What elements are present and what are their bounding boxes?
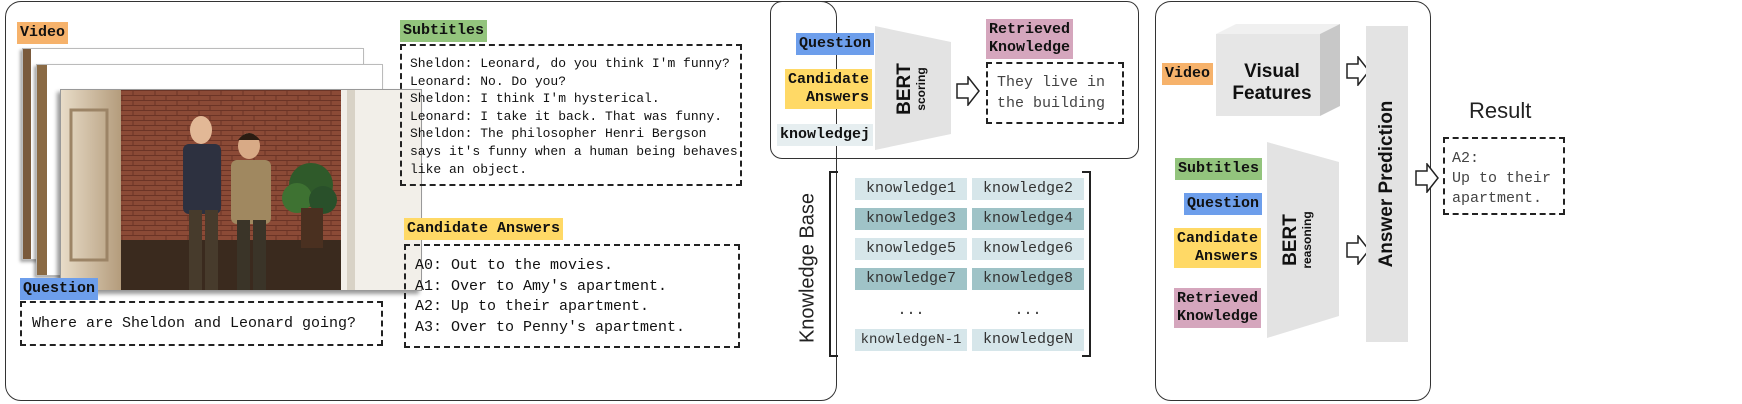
knowledge-base-brackets (829, 171, 1091, 357)
bert-scoring-block (875, 26, 951, 150)
knowledge-item: knowledge2 (972, 178, 1084, 200)
reasoning-candidate-line1: Candidate (1177, 230, 1259, 247)
arrow-right-icon (1346, 235, 1370, 265)
result-line3: apartment. (1452, 190, 1543, 207)
video-frame-front (60, 89, 422, 291)
knowledge-ellipsis: ... (897, 302, 925, 319)
answer-prediction-label: Answer Prediction (1376, 100, 1397, 268)
retrieval-panel (770, 1, 1139, 159)
answer-item: A3: Over to Penny's apartment. (415, 319, 686, 337)
knowledge-item: knowledgeN (972, 329, 1084, 351)
answers-list: A0: Out to the movies. A1: Over to Amy's… (415, 256, 685, 339)
retrieval-candidate-tag: Candidate Answers (785, 69, 873, 109)
answer-item: A0: Out to the movies. (415, 257, 614, 274)
question-text: Where are Sheldon and Leonard going? (32, 315, 357, 332)
result-line1: A2: (1452, 150, 1480, 167)
knowledge-ellipsis: ... (1014, 302, 1042, 319)
knowledge-item: knowledge3 (855, 208, 967, 230)
knowledge-item: knowledge5 (855, 238, 967, 260)
bert-reasoning-title: BERT (1280, 214, 1301, 266)
reasoning-retrieved-line1: Retrieved (1177, 290, 1259, 307)
reasoning-panel (1155, 1, 1431, 401)
subtitle-line: says it's funny when a human being behav… (410, 143, 738, 159)
bert-scoring-subtitle: scoring (914, 67, 928, 111)
reasoning-subtitles-tag: Subtitles (1175, 158, 1263, 180)
reasoning-video-tag: Video (1162, 63, 1214, 85)
subtitle-line: Sheldon: The philosopher Henri Bergson (410, 126, 707, 142)
retrieved-tag-line1: Retrieved (989, 21, 1071, 38)
reasoning-retrieved-tag: Retrieved Knowledge (1174, 288, 1262, 328)
retrieved-tag-line2: Knowledge (989, 39, 1071, 56)
arrow-right-icon (956, 76, 980, 106)
knowledge-j-tag: knowledgej (777, 124, 874, 146)
knowledge-item: knowledgeN-1 (855, 329, 967, 351)
subtitles-text: Sheldon: Leonard, do you think I'm funny… (410, 55, 738, 178)
retrieved-text-line2: the building (997, 95, 1106, 112)
bert-reasoning-block (1267, 142, 1339, 338)
retrieval-question-tag: Question (796, 33, 875, 55)
knowledge-item: knowledge7 (855, 268, 967, 290)
retrieval-candidate-line2: Answers (806, 89, 870, 106)
subtitle-line: Sheldon: Leonard, do you think I'm funny… (410, 56, 730, 71)
retrieved-text-line1: They live in (997, 74, 1106, 91)
subtitle-line: like an object. (410, 161, 528, 177)
reasoning-question-tag: Question (1184, 193, 1263, 215)
bert-reasoning-subtitle: reasoning (1300, 211, 1314, 269)
visual-features-cube (1216, 24, 1340, 116)
subtitles-box: Sheldon: Leonard, do you think I'm funny… (400, 44, 742, 186)
question-tag: Question (20, 278, 99, 300)
knowledge-item: knowledge8 (972, 268, 1084, 290)
reasoning-candidate-line2: Answers (1195, 248, 1259, 265)
knowledge-item: knowledge1 (855, 178, 967, 200)
reasoning-retrieved-line2: Knowledge (1177, 308, 1259, 325)
retrieved-knowledge-tag: Retrieved Knowledge (986, 19, 1074, 59)
bert-scoring-title: BERT (894, 63, 915, 115)
question-box: Where are Sheldon and Leonard going? (20, 301, 383, 346)
answer-prediction-bar (1366, 26, 1408, 342)
result-label: Result (1469, 98, 1532, 123)
visual-features-label: Visual Features (1220, 61, 1324, 105)
retrieved-knowledge-box: They live in the building (986, 62, 1124, 124)
candidate-answers-box: A0: Out to the movies. A1: Over to Amy's… (404, 244, 740, 348)
visual-features-line2: Features (1232, 83, 1312, 104)
subtitle-line: Leonard: I take it back. That was funny. (410, 108, 723, 124)
video-frames (22, 48, 422, 293)
knowledge-base-label: Knowledge Base (796, 192, 819, 344)
answer-item: A1: Over to Amy's apartment. (415, 277, 668, 295)
subtitles-tag: Subtitles (400, 20, 488, 42)
arrow-right-icon (1415, 163, 1439, 193)
video-tag: Video (17, 22, 69, 44)
reasoning-candidate-tag: Candidate Answers (1174, 228, 1262, 268)
candidate-answers-tag: Candidate Answers (404, 218, 564, 240)
video-scene-image (61, 90, 421, 290)
arrow-right-icon (1346, 56, 1370, 86)
bert-reasoning-label: BERT reasoning (1280, 211, 1316, 269)
subtitle-line: Leonard: No. Do you? (410, 73, 567, 89)
result-box: A2: Up to their apartment. (1443, 137, 1565, 215)
knowledge-item: knowledge4 (972, 208, 1084, 230)
subtitle-line: Sheldon: I think I'm hysterical. (410, 91, 660, 107)
visual-features-line1: Visual (1244, 61, 1300, 82)
answer-item: A2: Up to their apartment. (415, 298, 650, 316)
input-panel (5, 1, 837, 401)
retrieval-candidate-line1: Candidate (788, 71, 870, 88)
knowledge-item: knowledge6 (972, 238, 1084, 260)
result-line2: Up to their (1452, 170, 1552, 187)
bert-scoring-label: BERT scoring (894, 63, 929, 115)
